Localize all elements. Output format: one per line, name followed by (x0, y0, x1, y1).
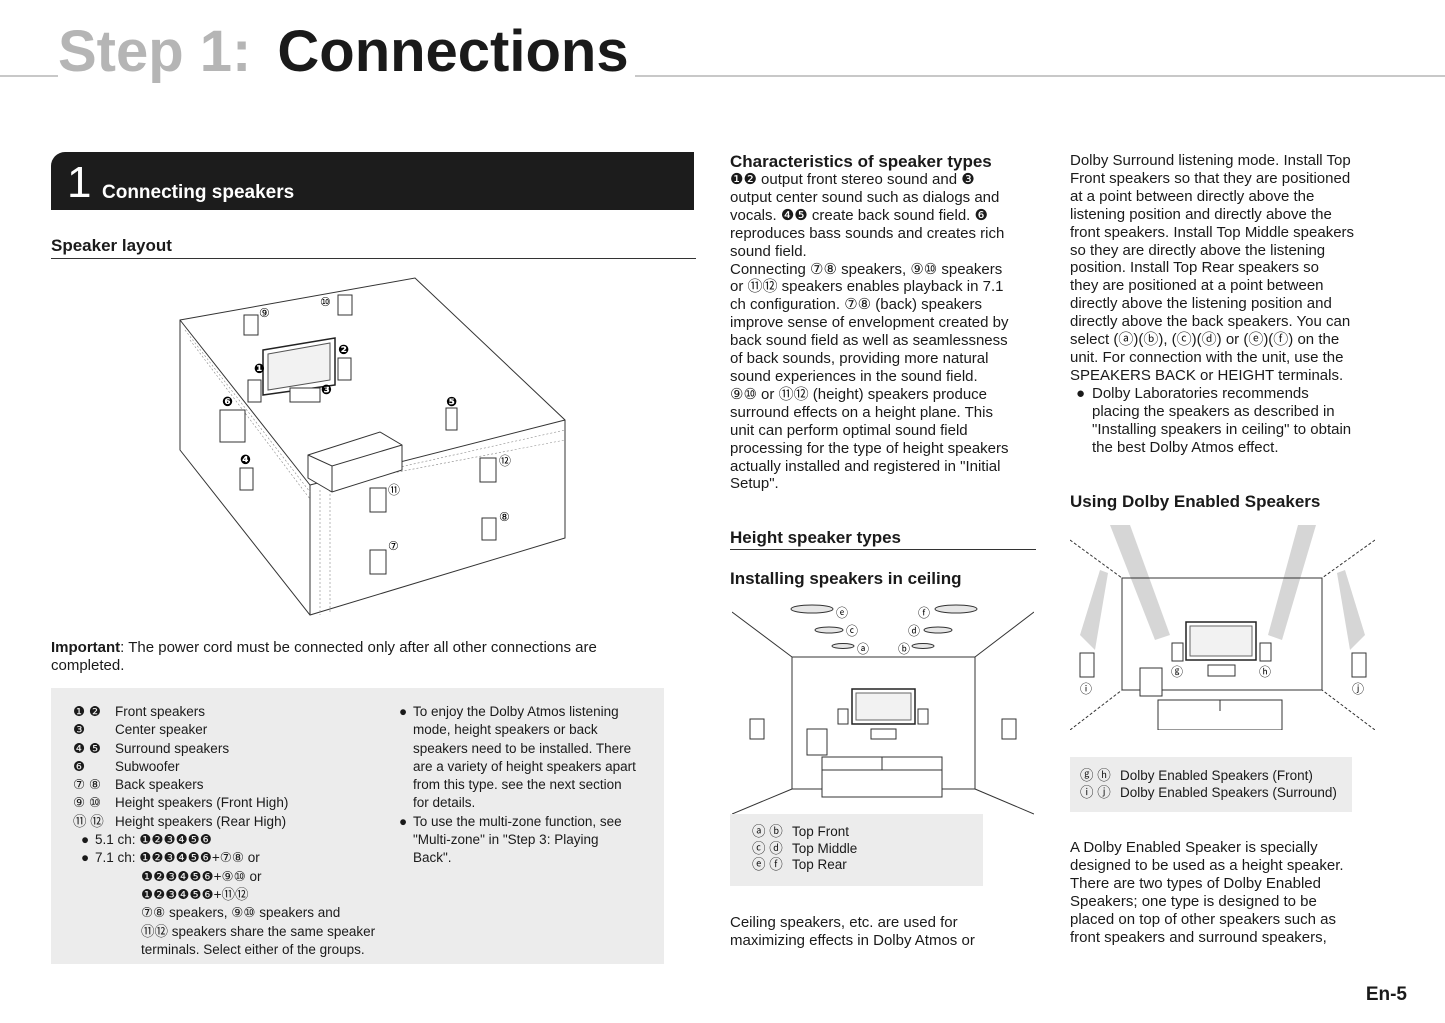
mark-e: ⓔ (836, 606, 848, 620)
important-note: Important: The power cord must be connec… (51, 639, 671, 675)
section-number: 1 (67, 158, 92, 207)
dolby-enabled-diagram: ⓖ ⓗ ⓘ ⓙ (1070, 525, 1375, 730)
legend-box (51, 688, 664, 964)
mark-2: ❷ (338, 343, 349, 358)
mark-4: ❹ (240, 453, 251, 468)
mark-c: ⓒ (846, 624, 858, 638)
important-text: : The power cord must be connected only … (120, 639, 597, 656)
characteristics-heading: Characteristics of speaker types (730, 152, 992, 171)
mark-3: ❸ (321, 383, 332, 398)
mark-h: ⓗ (1259, 665, 1271, 679)
height-types-heading: Height speaker types (730, 528, 902, 547)
mark-9: ⑨ (259, 306, 270, 320)
mark-b: ⓑ (898, 642, 910, 656)
dolby-legend-box (1070, 757, 1352, 812)
legend-note-1: ⑦⑧ speakers, ⑨⑩ speakers and (141, 905, 341, 921)
bullet-71: ●7.1 ch: ❶❷❸❹❺❻+⑦⑧ or (81, 850, 260, 866)
mark-i: ⓘ (1080, 682, 1092, 696)
page-number: En-5 (1365, 984, 1407, 1005)
mark-j: ⓙ (1352, 682, 1364, 696)
speaker-layout-heading: Speaker layout (51, 236, 172, 255)
legend-note-3: terminals. Select either of the groups. (141, 941, 365, 957)
legend-note-2: ⑪⑫ speakers share the same speaker (141, 923, 376, 939)
ceiling-heading: Installing speakers in ceiling (730, 569, 962, 588)
mark-8: ⑧ (499, 510, 510, 524)
important-label: Important (51, 639, 121, 656)
speaker-layout-diagram: ❶ ❷ ❸ ❹ ❺ ❻ ⑦ ⑧ ⑨ ⑩ ⑪ ⑫ (179, 277, 566, 616)
bullet-71-b: ❶❷❸❹❺❻+⑨⑩ or (141, 868, 262, 884)
important-text-2: completed. (51, 656, 125, 674)
title-text: Connections (277, 19, 629, 84)
dolby-enabled-heading: Using Dolby Enabled Speakers (1070, 492, 1321, 511)
speaker-layout-rule (51, 258, 696, 259)
height-types-rule (730, 549, 1036, 550)
mark-5: ❺ (446, 395, 457, 410)
multizone-note: ● To use the multi-zone function, see"Mu… (399, 813, 622, 866)
title-rule (0, 75, 1445, 77)
bullet-71-c: ❶❷❸❹❺❻+⑪⑫ (141, 886, 249, 902)
mark-7: ⑦ (388, 539, 399, 553)
bullet-51: ●5.1 ch: ❶❷❸❹❺❻ (81, 832, 212, 848)
mark-6: ❻ (222, 395, 233, 410)
mark-d: ⓓ (908, 624, 920, 638)
ceiling-speaker-diagram: ⓔ ⓕ ⓒ ⓓ ⓐ ⓑ (732, 604, 1034, 815)
ceiling-legend-box (730, 814, 983, 886)
mark-f: ⓕ (918, 606, 930, 620)
mark-a: ⓐ (857, 642, 869, 656)
right-column-text: Dolby Surround listening mode. Install T… (1070, 152, 1400, 456)
mark-12: ⑫ (499, 454, 511, 468)
section-label: Connecting speakers (102, 182, 295, 203)
mark-1: ❶ (254, 362, 265, 377)
page-title: Step 1: Connections (58, 18, 635, 85)
step-label: Step 1: (58, 19, 252, 84)
mark-g: ⓖ (1171, 665, 1183, 679)
mark-11: ⑪ (388, 483, 400, 497)
section-header: 1 Connecting speakers (51, 152, 694, 210)
mark-10: ⑩ (320, 295, 331, 309)
